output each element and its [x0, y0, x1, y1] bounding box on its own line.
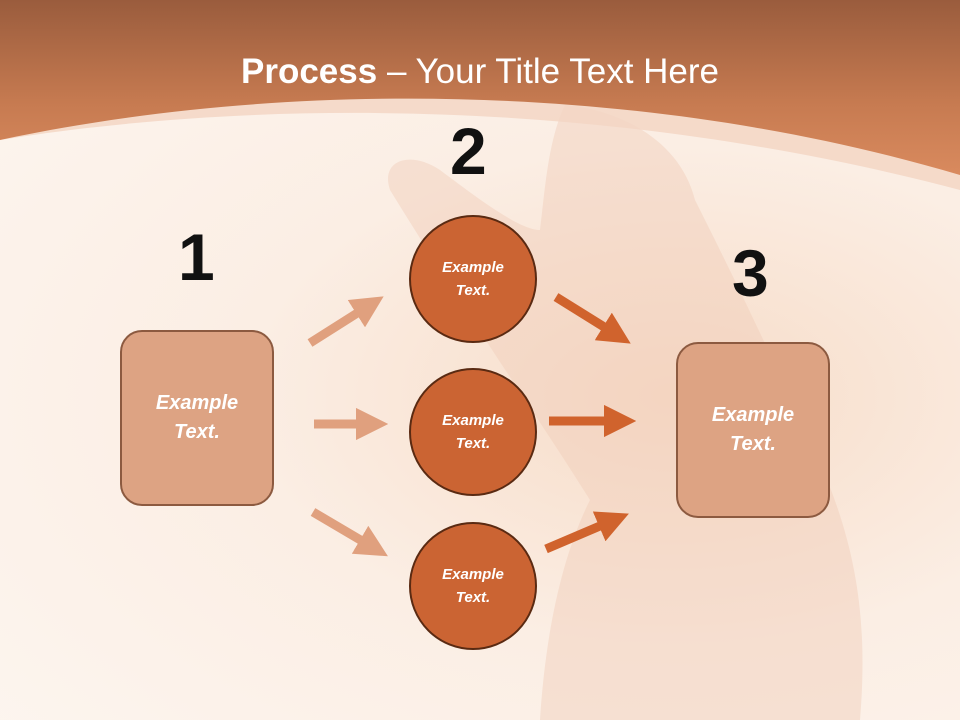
step-1-text: Example Text. — [155, 392, 239, 443]
step-number-1: 1 — [178, 220, 215, 294]
step-2c-text: Example Text. — [442, 566, 504, 606]
arrow-down-right-dark — [553, 293, 631, 344]
step-3-box: Example Text. — [676, 342, 830, 518]
step-2a-circle: Example Text. — [409, 215, 537, 343]
step-3-text: Example Text. — [711, 404, 795, 455]
arrow-up-right-dark — [544, 511, 629, 554]
step-1-box: Example Text. — [120, 330, 274, 506]
title-rest: – Your Title Text Here — [377, 52, 719, 91]
title-bold: Process — [241, 52, 378, 91]
step-2a-text: Example Text. — [442, 259, 504, 299]
header-band — [0, 0, 960, 175]
arrow-up-right — [307, 296, 384, 347]
step-number-2: 2 — [450, 114, 487, 188]
step-number-3: 3 — [732, 236, 769, 310]
arrow-down-right — [310, 508, 388, 557]
step-2c-circle: Example Text. — [409, 522, 537, 650]
step-2b-text: Example Text. — [442, 412, 504, 452]
slide-title: Process – Your Title Text Here — [0, 52, 960, 92]
step-2b-circle: Example Text. — [409, 368, 537, 496]
